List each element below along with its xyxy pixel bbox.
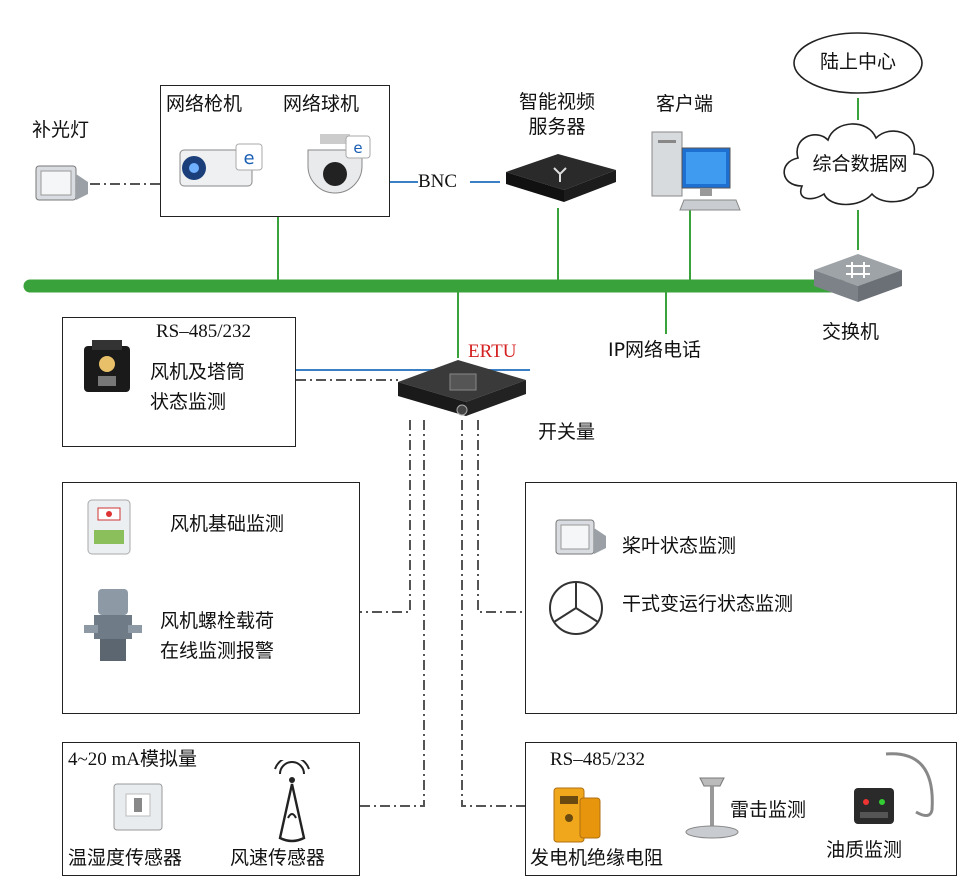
wind-speed-label: 风速传感器 (230, 847, 326, 869)
oil-quality-device-icon (854, 752, 934, 824)
tower-monitor-device-icon (84, 340, 130, 392)
ertu-label: ERTU (468, 341, 517, 362)
fill-light-label: 补光灯 (32, 119, 90, 141)
analog-label: 4~20 mA模拟量 (68, 749, 198, 770)
wind-speed-sensor-icon (274, 760, 310, 843)
foundation-monitor-label: 风机基础监测 (170, 513, 285, 535)
svg-text:e: e (243, 148, 254, 169)
blade-monitor-device-icon (555, 519, 606, 555)
link-rs485-bottom-box (461, 420, 525, 807)
gun-camera-label: 网络枪机 (166, 93, 243, 115)
fill-light-icon (35, 165, 88, 201)
cloud-icon (783, 123, 935, 206)
svg-text:e: e (353, 139, 362, 157)
land-center-label: 陆上中心 (819, 51, 896, 73)
temp-humidity-sensor-icon (113, 783, 163, 831)
analog-sensor-box (62, 742, 360, 876)
client-label: 客户端 (656, 93, 714, 115)
transformer-symbol-icon (549, 581, 603, 635)
lightning-label: 雷击监测 (730, 799, 807, 821)
oil-quality-label: 油质监测 (826, 839, 903, 861)
bolt-monitor-label: 风机螺栓载荷 在线监测报警 (160, 610, 275, 662)
dome-camera-label: 网络球机 (283, 93, 360, 115)
foundation-monitor-device-icon (87, 499, 131, 555)
bnc-label: BNC (418, 171, 458, 192)
ip-phone-label: IP网络电话 (608, 339, 702, 361)
switch-quantity-label: 开关量 (538, 421, 596, 443)
integrated-network-label: 综合数据网 (812, 153, 908, 175)
video-server-icon (506, 154, 616, 202)
video-server-label: 智能视频 服务器 (518, 91, 595, 138)
link-left-monitor-box (360, 420, 411, 613)
switch-label: 交换机 (822, 321, 880, 343)
tower-monitor-label: 风机及塔筒 状态监测 (150, 361, 246, 413)
bolt-monitor-device-icon (84, 589, 142, 661)
dome-camera-icon: e (307, 134, 371, 194)
ertu-device-icon (398, 360, 526, 416)
land-center-node (793, 32, 923, 94)
blade-monitor-label: 桨叶状态监测 (622, 535, 737, 557)
transformer-monitor-label: 干式变运行状态监测 (622, 593, 794, 615)
gun-camera-icon: e (179, 143, 263, 187)
rs485-top-label: RS–485/232 (156, 321, 252, 342)
insulation-resistance-device-icon (553, 787, 601, 843)
client-pc-icon (651, 131, 741, 211)
insulation-label: 发电机绝缘电阻 (530, 847, 664, 869)
link-right-monitor-box (477, 420, 525, 613)
link-analog-box (360, 420, 425, 807)
temp-humidity-label: 温湿度传感器 (68, 847, 183, 869)
network-switch-icon (814, 254, 902, 302)
lightning-monitor-device-icon (685, 777, 739, 839)
rs485-bottom-label: RS–485/232 (550, 749, 646, 770)
